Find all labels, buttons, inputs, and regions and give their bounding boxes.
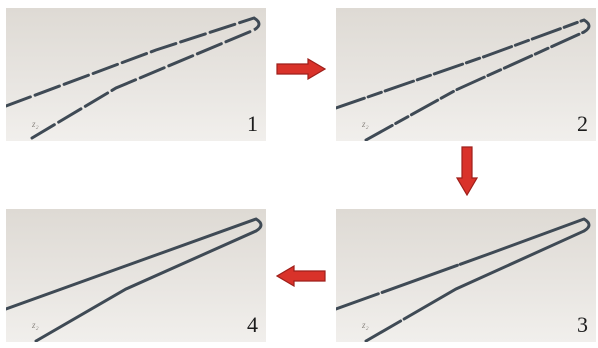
panel-number-3: 3 [577, 312, 588, 337]
panel-3: z₂ 3 [336, 209, 596, 342]
coordinate-mark: z₂ [362, 119, 369, 129]
curve-upper-branch [6, 16, 256, 108]
curve-lower-branch [364, 30, 586, 141]
curve-tip [253, 16, 261, 32]
panel-1: z₂ 1 [6, 8, 266, 141]
curve-lower-branch [30, 28, 256, 140]
curve-lower-branch [34, 229, 258, 342]
curve-upper-branch [336, 217, 586, 311]
arrow-left-icon [276, 265, 326, 287]
panel-number-2: 2 [577, 111, 588, 136]
curve-lower-branch [364, 229, 586, 342]
arrow-right-icon [276, 58, 326, 80]
curve-diagram-3 [336, 217, 591, 342]
panel-2: z₂ 2 [336, 8, 596, 141]
coordinate-mark: z₂ [32, 320, 39, 330]
coordinate-mark: z₂ [362, 320, 369, 330]
curve-diagram-2 [336, 18, 591, 141]
arrow-down-icon [456, 146, 478, 196]
curve-upper-branch [336, 18, 586, 110]
curve-diagram-1 [6, 16, 261, 140]
curve-tip [255, 217, 263, 233]
panel-number-4: 4 [247, 312, 258, 337]
curve-tip [583, 217, 591, 233]
curve-diagram-4 [6, 217, 263, 342]
curve-upper-branch [6, 217, 258, 311]
coordinate-mark: z₂ [32, 119, 39, 129]
panel-number-1: 1 [247, 111, 258, 136]
curve-tip [583, 18, 591, 34]
panel-4: z₂ 4 [6, 209, 266, 342]
